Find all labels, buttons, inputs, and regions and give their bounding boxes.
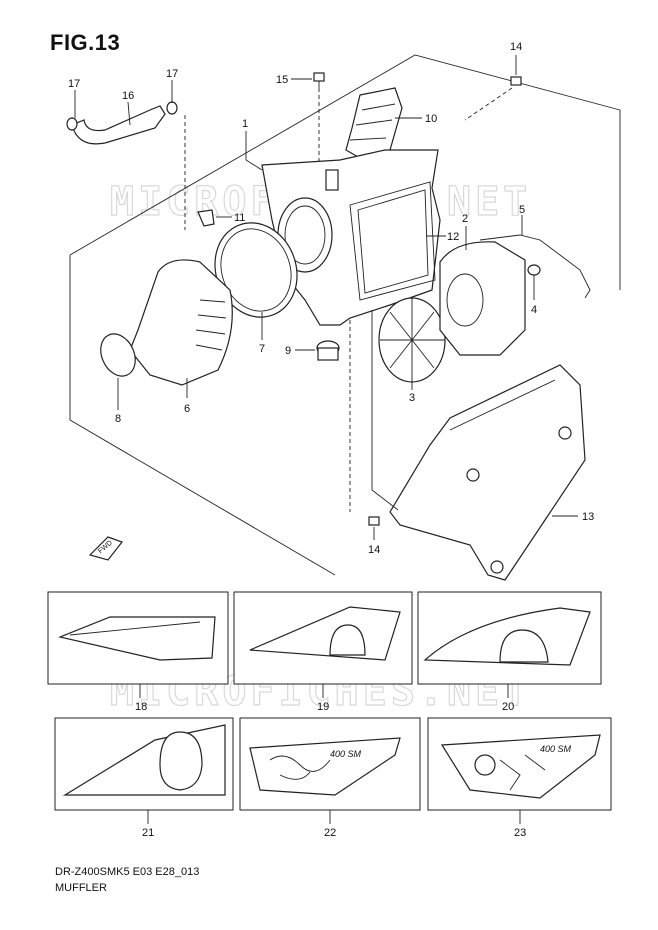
callout-8: 8: [115, 413, 121, 425]
variant-panel-21: 21: [54, 717, 234, 839]
callout-15: 15: [276, 74, 288, 86]
panel-18-label: 18: [135, 701, 147, 713]
fwd-arrow-icon: FWD: [88, 536, 123, 561]
callout-12: 12: [447, 231, 459, 243]
part-16-breather-hose: [66, 80, 186, 230]
part-8-hose-clamp: [100, 333, 136, 410]
callout-14-lower: 14: [368, 544, 380, 556]
callout-10: 10: [425, 113, 437, 125]
variant-panel-20: 20: [417, 591, 602, 713]
panel-21-label: 21: [142, 827, 154, 839]
callout-7: 7: [259, 343, 265, 355]
callout-16: 16: [122, 90, 134, 102]
part-7-clamp: [214, 222, 298, 340]
part-5-retainer-wire: [479, 215, 591, 299]
callout-1: 1: [242, 118, 248, 130]
figure-title: FIG.13: [50, 30, 121, 55]
panel-23-decal-text: 400 SM: [540, 744, 572, 754]
callout-6: 6: [184, 403, 190, 415]
callout-17-left: 17: [68, 78, 80, 90]
callout-11: 11: [234, 212, 245, 224]
part-4-washer: [527, 264, 541, 300]
part-9-grommet: [295, 340, 340, 361]
panel-19-label: 19: [317, 701, 329, 713]
part-10-intake-boot: [345, 87, 422, 166]
variant-panel-18: 18: [47, 591, 229, 713]
variant-panel-22: 400 SM 22: [239, 717, 421, 839]
callout-2: 2: [462, 213, 468, 225]
part-15-bolt: [291, 72, 325, 165]
callout-5: 5: [519, 204, 525, 216]
callout-17-right: 17: [166, 68, 178, 80]
model-code: DR-Z400SMK5 E03 E28_013: [55, 866, 200, 878]
panel-23-label: 23: [514, 827, 526, 839]
part-14-bolt-lower: [349, 320, 380, 540]
part-6-inlet-duct: [129, 259, 233, 398]
callout-14-upper: 14: [510, 41, 522, 53]
panel-22-label: 22: [324, 827, 336, 839]
panel-20-label: 20: [502, 701, 514, 713]
callout-4: 4: [531, 304, 537, 316]
variant-panel-23: 400 SM 23: [427, 717, 612, 839]
part-2-filter-element: [439, 226, 526, 356]
panel-22-decal-text: 400 SM: [330, 749, 362, 759]
callout-13: 13: [582, 511, 594, 523]
variant-panel-19: 19: [233, 591, 413, 713]
diagram-name: MUFFLER: [55, 882, 107, 894]
part-14-bolt-upper: [464, 55, 522, 121]
part-11-fitting: [197, 209, 232, 227]
part-3-filter-cage: [378, 297, 446, 390]
callout-9: 9: [285, 345, 291, 357]
part-13-side-cover: [371, 310, 586, 581]
callout-3: 3: [409, 392, 415, 404]
